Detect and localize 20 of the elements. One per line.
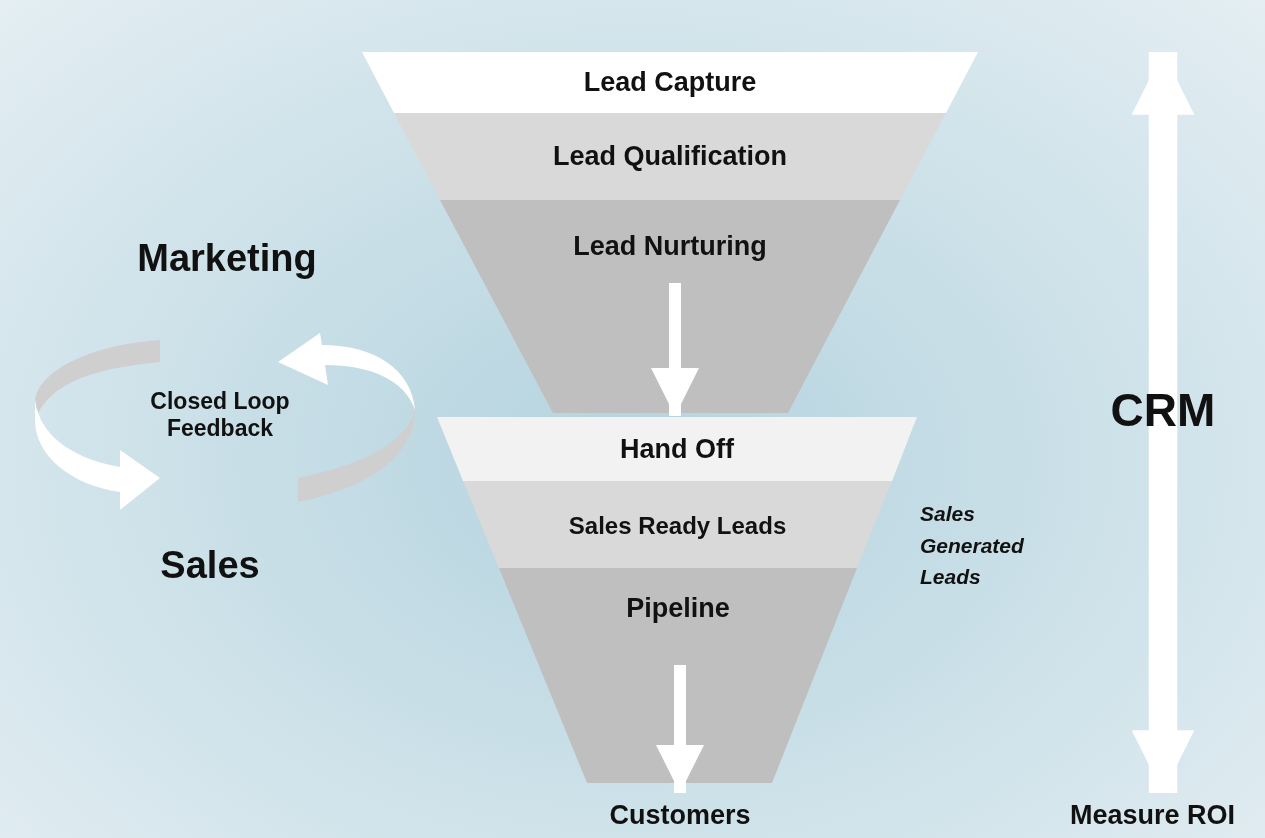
stage-label: Hand Off [620,433,734,465]
arrow [1131,52,1195,793]
funnel-band [440,200,900,413]
stage-label: Pipeline [626,592,730,624]
stage-label: Sales Ready Leads [568,512,787,540]
heading-label: Closed Loop Feedback [149,388,291,442]
stage-label: Lead Qualification [553,140,787,172]
funnel-band [437,417,917,481]
node-label: Measure ROI [1069,799,1236,831]
node-label: Customers [609,799,751,831]
side-note: Sales Generated Leads [920,500,1025,590]
funnel-band [499,568,857,783]
heading-label: CRM [1109,383,1217,437]
stage-label: Lead Capture [583,66,757,98]
funnel-band [362,52,978,113]
heading-label: Marketing [136,236,318,280]
arrow [651,283,699,416]
arrow [656,665,704,793]
heading-label: Sales [159,543,261,587]
stage-label: Lead Nurturing [573,230,767,262]
